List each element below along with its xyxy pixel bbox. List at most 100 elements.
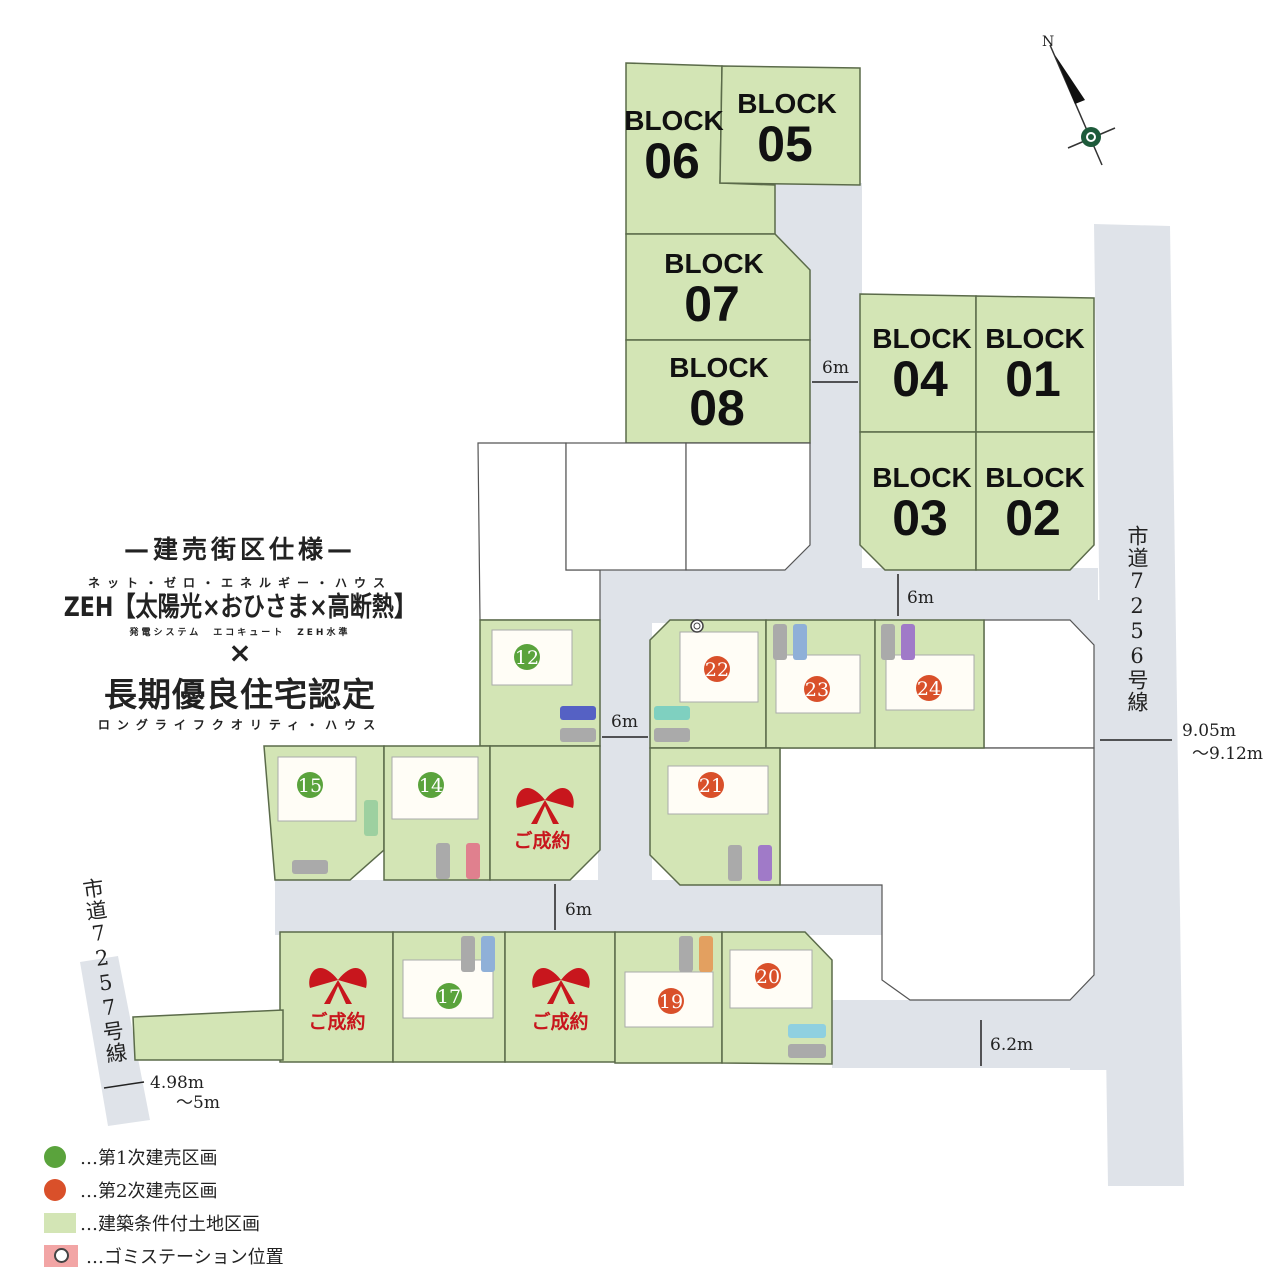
lot-sold-b[interactable] xyxy=(279,931,394,1063)
lot-number: 19 xyxy=(659,991,683,1013)
road-width-label: ～9.12m xyxy=(1192,744,1263,764)
land-swatch-icon xyxy=(44,1212,76,1233)
sold-label: ご成約 xyxy=(308,1010,365,1033)
car-icon xyxy=(292,860,328,874)
block-05[interactable] xyxy=(719,65,861,186)
other-lot xyxy=(565,442,687,571)
road-width-label: 6m xyxy=(907,588,934,608)
legend-label: …建築条件付土地区画 xyxy=(80,1213,260,1235)
garbage-station-inner xyxy=(693,622,701,630)
other-lots xyxy=(477,442,1095,1001)
phase1-marker xyxy=(514,644,540,670)
other-lot xyxy=(779,747,1095,1001)
block-number: 05 xyxy=(757,116,813,172)
legend-item: …ゴミステーション位置 xyxy=(44,1239,284,1272)
block-word: BLOCK xyxy=(624,105,724,136)
other-lot xyxy=(983,619,1095,749)
block-number: 06 xyxy=(644,133,700,189)
green-dot-icon xyxy=(44,1145,66,1168)
orange-dot-icon xyxy=(44,1178,66,1201)
block-02[interactable] xyxy=(975,431,1095,571)
sold-label: ご成約 xyxy=(531,1010,588,1033)
lot-number: 24 xyxy=(917,678,941,700)
block-number: 04 xyxy=(892,351,948,407)
southeast-road xyxy=(832,1000,1106,1068)
lot-number: 15 xyxy=(298,775,322,797)
house xyxy=(679,631,759,703)
zeh-heading: ZEH【太陽光×おひさま×高断熱】 xyxy=(63,592,417,623)
phase1-marker xyxy=(436,983,462,1009)
lot-sold-c[interactable] xyxy=(504,931,616,1063)
legend: …第1次建売区画 …第2次建売区画 …建築条件付土地区画 …ゴミステーション位置 xyxy=(44,1140,284,1272)
road-width-label: 6.2m xyxy=(990,1035,1033,1055)
lot-markers: 12 22 23 24 15 14 21 17 19 20 xyxy=(297,644,942,1014)
sold-label: ご成約 xyxy=(513,829,570,852)
sold-markers: ご成約 ご成約 ご成約 xyxy=(308,788,590,1033)
dimensions xyxy=(103,381,1172,1089)
block-word: BLOCK xyxy=(985,462,1085,493)
car-icon xyxy=(436,843,450,879)
lot-number: 22 xyxy=(705,659,729,681)
lot-number: 20 xyxy=(756,966,780,988)
block-number: 08 xyxy=(689,380,745,436)
car-icon xyxy=(728,845,742,881)
block-number: 07 xyxy=(684,276,740,332)
road-width-label: 6m xyxy=(611,712,638,732)
phase2-marker xyxy=(704,656,730,682)
dimension-arrow xyxy=(103,1081,145,1089)
center-vertical-road xyxy=(598,568,652,893)
lot-number: 21 xyxy=(699,775,723,797)
dimension-labels: 6m 6m 6m 6m 6.2m 9.05m ～9.12m 4.98m ～5m xyxy=(150,358,1263,1113)
car-icon xyxy=(679,936,693,972)
car-icon xyxy=(901,624,915,660)
phase1-marker xyxy=(297,772,323,798)
car-icon xyxy=(793,624,807,660)
east-road-name: 市道7256号線 xyxy=(1125,525,1149,713)
phase2-marker xyxy=(916,675,942,701)
car-icon xyxy=(560,728,596,742)
legend-item: …建築条件付土地区画 xyxy=(44,1206,284,1239)
cert-heading: 長期優良住宅認定 xyxy=(104,675,376,714)
road-width-label: 6m xyxy=(565,900,592,920)
block-word: BLOCK xyxy=(872,462,972,493)
block-07[interactable] xyxy=(625,233,811,341)
zeh-sub: 発電システム エコキュート ZEH水準 xyxy=(129,628,351,638)
lot-sold-a[interactable] xyxy=(489,745,601,881)
legend-label: …ゴミステーション位置 xyxy=(86,1246,284,1268)
ribbon-icon xyxy=(309,968,367,1004)
other-lot xyxy=(685,442,811,571)
block-03[interactable] xyxy=(859,431,977,571)
block-number: 01 xyxy=(1005,351,1061,407)
ribbon-icon xyxy=(532,968,590,1004)
south-internal-road xyxy=(275,880,885,935)
house-footprints xyxy=(277,619,975,1058)
east-city-road xyxy=(1094,224,1184,1186)
garbage-station-icon xyxy=(690,619,704,633)
strip-lot xyxy=(132,1009,284,1061)
zeh-heading-row: ZEH【太陽光×おひさま×高断熱】 xyxy=(20,591,460,625)
car-icon xyxy=(364,800,378,836)
block-lots xyxy=(625,62,1095,571)
legend-label: …第1次建売区画 xyxy=(80,1147,218,1169)
cross-road xyxy=(598,568,1098,623)
car-icon xyxy=(773,624,787,660)
ribbon-icon xyxy=(516,788,574,824)
cert-ruby: ロングライフクオリティ・ハウス xyxy=(97,718,383,732)
spec-title: —建売街区仕様— xyxy=(123,535,356,564)
block-word: BLOCK xyxy=(669,352,769,383)
car-icon xyxy=(654,728,690,742)
car-icon xyxy=(788,1024,826,1038)
car-icon xyxy=(654,706,690,720)
phase1-marker xyxy=(418,772,444,798)
lot-number: 23 xyxy=(805,679,829,701)
car-icon xyxy=(560,706,596,720)
block-word: BLOCK xyxy=(872,323,972,354)
compass-icon: N xyxy=(1042,34,1116,166)
north-label: N xyxy=(1042,34,1054,50)
car-icon xyxy=(758,845,772,881)
lot-number: 17 xyxy=(437,986,461,1008)
legend-label: …第2次建売区画 xyxy=(80,1180,218,1202)
zeh-ruby: ネット・ゼロ・エネルギー・ハウス xyxy=(87,576,392,590)
car-icon xyxy=(699,936,713,972)
